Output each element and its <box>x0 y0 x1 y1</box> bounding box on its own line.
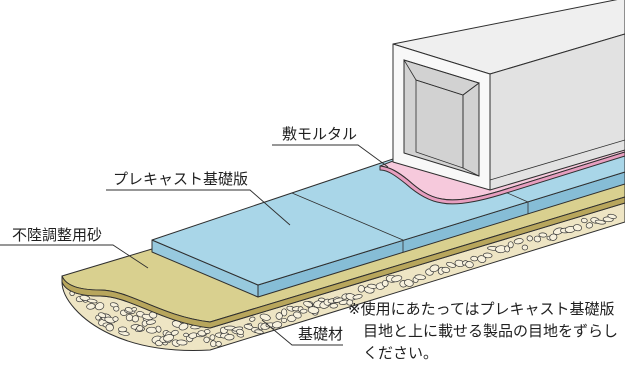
gravel-stone <box>209 334 216 341</box>
gravel-stone <box>470 255 479 262</box>
gravel-stone <box>254 329 264 335</box>
label-leveling-sand: 不陸調整用砂 <box>0 226 149 269</box>
leveling-sand-edge <box>61 196 625 329</box>
gravel-stone <box>504 245 510 253</box>
gravel-stone <box>482 252 493 259</box>
gravel-stone <box>293 311 302 319</box>
gravel-stone <box>176 339 188 346</box>
label-leveling-sand-text: 不陸調整用砂 <box>12 226 102 244</box>
gravel-stone <box>112 316 119 322</box>
gravel-stone <box>210 340 217 348</box>
gravel-stone <box>98 312 107 319</box>
gravel-stones <box>69 213 617 348</box>
gravel-stone <box>299 308 308 314</box>
gravel-stone <box>429 264 440 273</box>
gravel-stone <box>204 329 211 334</box>
leader-bedding-mortar <box>272 144 389 168</box>
gravel-stone <box>607 213 617 219</box>
gravel-stone <box>178 322 189 331</box>
gravel-stone <box>381 279 389 287</box>
gravel-stone <box>507 241 514 249</box>
usage-note-line-1: ※使用にあたってはプレキャスト基礎版 <box>348 300 615 318</box>
gravel-stone <box>580 217 588 224</box>
usage-note-line-2: 目地と上に載せる製品の目地をずらし <box>363 322 618 340</box>
gravel-stone <box>105 323 114 332</box>
gravel-stone <box>521 244 529 251</box>
gravel-stone <box>94 302 105 311</box>
gravel-stone <box>441 266 451 273</box>
gravel-stone <box>131 315 139 323</box>
gravel-stone <box>446 261 456 268</box>
usage-note: ※使用にあたってはプレキャスト基礎版 目地と上に載せる製品の目地をずらし くださ… <box>348 300 618 362</box>
gravel-stone <box>183 332 189 338</box>
label-base-material: 基礎材 <box>261 319 343 346</box>
gravel-stone <box>131 307 137 312</box>
box-culvert-side-edge-line <box>489 139 625 181</box>
gravel-stone <box>163 334 175 342</box>
gravel-stone <box>281 317 288 323</box>
label-base-material-text: 基礎材 <box>298 325 343 343</box>
label-precast-base-slab-text: プレキャスト基礎版 <box>113 170 248 188</box>
gravel-stone <box>526 235 533 242</box>
gravel-stone <box>513 238 524 245</box>
gravel-stone <box>594 219 606 225</box>
leader-precast-base-slab <box>106 189 291 226</box>
gravel-stone <box>538 232 548 238</box>
gravel-stone <box>477 255 487 263</box>
gravel-stone <box>585 222 594 229</box>
gravel-stone <box>170 329 179 336</box>
leader-base-material <box>261 319 343 346</box>
box-culvert-inner-back-rim <box>415 79 464 169</box>
box-culvert <box>392 0 625 191</box>
gravel-stone <box>307 306 320 314</box>
gravel-stone <box>272 321 283 329</box>
gravel-stone <box>352 294 363 300</box>
gravel-stone <box>136 325 144 332</box>
usage-note-line-3: ください。 <box>363 344 438 362</box>
label-precast-base-slab: プレキャスト基礎版 <box>106 170 291 226</box>
gravel-stone <box>236 328 244 335</box>
gravel-stone <box>403 279 414 287</box>
gravel-stone <box>87 298 98 304</box>
gravel-stone <box>113 305 120 312</box>
gravel-stone <box>197 330 207 337</box>
gravel-stone <box>357 285 365 293</box>
gravel-stone <box>203 336 210 343</box>
gravel-stone <box>465 261 474 269</box>
gravel-stone <box>275 312 283 320</box>
gravel-stone <box>118 326 128 333</box>
label-bedding-mortar-text: 敷モルタル <box>282 125 357 143</box>
label-bedding-mortar: 敷モルタル <box>272 125 389 168</box>
gravel-stone <box>533 235 542 243</box>
gravel-stone <box>281 308 288 317</box>
gravel-stone <box>303 301 313 308</box>
gravel-stone <box>329 303 339 309</box>
gravel-stone <box>259 313 271 321</box>
gravel-stone <box>414 274 426 280</box>
bedding-mortar-edge <box>379 151 625 205</box>
gravel-stone <box>215 341 222 347</box>
gravel-stone <box>549 233 558 241</box>
leader-leveling-sand <box>0 244 149 269</box>
gravel-stone <box>145 319 156 325</box>
gravel-stone <box>125 313 134 322</box>
gravel-stone <box>224 334 235 341</box>
gravel-stone <box>146 326 158 334</box>
gravel-stone <box>155 325 162 333</box>
gravel-stone <box>572 224 583 232</box>
gravel-stone <box>391 275 403 283</box>
slab-joint-1 <box>291 192 404 241</box>
gravel-stone <box>249 316 256 322</box>
